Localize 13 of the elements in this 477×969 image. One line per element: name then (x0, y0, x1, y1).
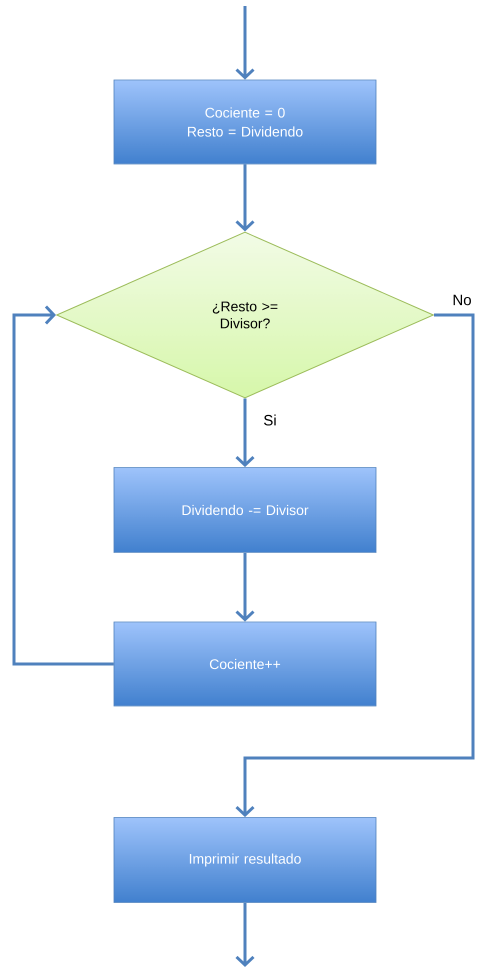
arrow (235, 6, 255, 80)
process-box: Imprimir resultado (114, 817, 376, 903)
arrow (235, 902, 255, 968)
arrow (235, 314, 474, 818)
edge-label: No (451, 294, 473, 306)
arrow (235, 398, 255, 468)
process-box: Cociente++ (114, 622, 376, 706)
process-box: Cociente = 0 Resto = Dividendo (114, 80, 376, 164)
process-box: Dividendo -= Divisor (114, 467, 376, 553)
arrow (235, 164, 255, 232)
edge-label: Si (262, 414, 278, 426)
arrow (12, 305, 114, 666)
arrow (235, 552, 255, 622)
